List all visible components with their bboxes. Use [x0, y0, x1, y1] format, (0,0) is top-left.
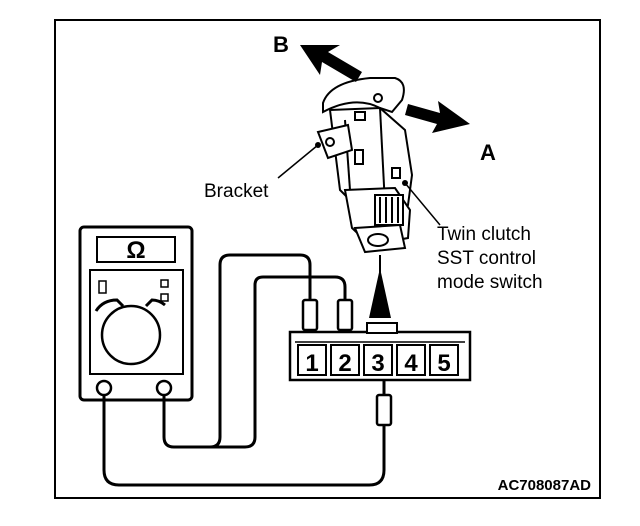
reference-code: AC708087AD	[498, 477, 592, 494]
ohm-symbol: Ω	[126, 237, 145, 264]
figure-frame	[54, 19, 601, 499]
lead-to-pin3	[102, 395, 386, 487]
meter-dial	[100, 304, 162, 366]
pin-label-5: 5	[437, 350, 450, 377]
pin-label-2: 2	[338, 350, 351, 377]
label-switch-line3: mode switch	[437, 272, 543, 293]
label-bracket: Bracket	[204, 181, 269, 202]
test-leads	[102, 253, 386, 487]
meter-display	[96, 236, 176, 263]
meter-terminal-left	[95, 379, 113, 397]
pin-label-4: 4	[404, 350, 418, 377]
connector: 1 2 3 4 5	[288, 322, 472, 382]
meter-terminal-right	[155, 379, 173, 397]
label-arrow-a: A	[480, 140, 496, 165]
pin-label-1: 1	[305, 350, 318, 377]
lead-to-pin1	[162, 253, 312, 449]
bracket-leader	[277, 144, 319, 179]
connector-latch	[366, 322, 398, 334]
arrow-b	[300, 45, 362, 82]
multimeter: Ω	[78, 225, 194, 402]
pin-label-3: 3	[371, 350, 384, 377]
view-direction-arrow	[369, 255, 391, 318]
mode-switch	[316, 77, 414, 254]
lead-to-pin2	[210, 275, 347, 449]
switch-leader	[404, 182, 441, 226]
label-switch-line2: SST control	[437, 248, 536, 269]
label-arrow-b: B	[273, 32, 289, 57]
label-switch-line1: Twin clutch	[437, 224, 531, 245]
arrow-a	[405, 101, 470, 133]
